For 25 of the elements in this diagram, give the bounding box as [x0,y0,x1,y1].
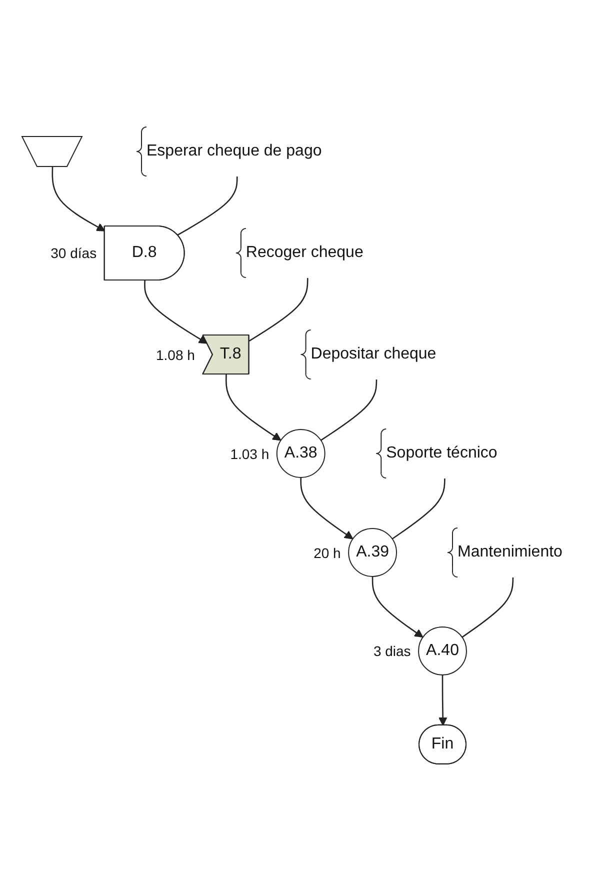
node-text: Mantenimiento [458,544,563,561]
connector [249,278,309,342]
node-text: Esperar cheque de pago [146,142,322,160]
connector [177,176,238,236]
node-text: Recoger cheque [246,244,364,262]
duration-label: 3 dias [373,642,411,659]
connector [392,478,446,540]
duration-label: 1.08 h [156,346,195,363]
arrow [52,167,106,232]
node-text: Soporte técnico [386,444,498,462]
arrow [438,674,448,726]
duration-label: 20 h [314,544,341,561]
arrow [226,374,282,441]
node-circle: A.40 [418,626,468,676]
duration-label: 1.03 h [230,446,270,462]
node-text: Depositar cheque [311,346,436,363]
node-pentagon [21,136,84,168]
arrow [144,280,208,344]
duration-label: 30 días [50,245,97,262]
node-circle: A.39 [348,528,398,577]
arrow [300,478,354,540]
connector [320,380,378,441]
arrow [372,576,424,638]
connector [462,578,514,638]
node-circle: A.38 [276,429,326,478]
